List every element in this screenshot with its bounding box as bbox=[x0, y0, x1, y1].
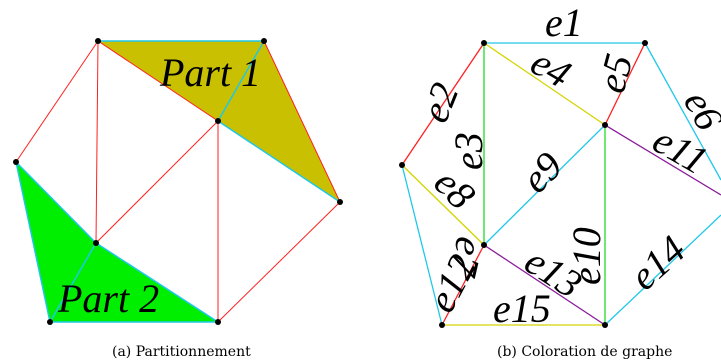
edge-e5 bbox=[604, 42, 646, 126]
edge-cyan bbox=[217, 120, 341, 203]
edge-e4 bbox=[483, 42, 606, 126]
vertex bbox=[642, 40, 648, 46]
label-e14: e14 bbox=[621, 227, 694, 299]
vertex bbox=[481, 40, 487, 46]
label-e10: e10 bbox=[564, 227, 609, 285]
part2-region bbox=[16, 162, 218, 322]
part1-label: Part 1 bbox=[159, 50, 261, 95]
edge-e7 bbox=[401, 164, 443, 326]
left-caption: (a) Partitionnement bbox=[112, 344, 251, 360]
label-e2: e2 bbox=[412, 76, 468, 128]
vertex bbox=[93, 240, 99, 246]
edge-e13 bbox=[483, 244, 606, 326]
edge-e2 bbox=[401, 42, 485, 166]
label-e3: e3 bbox=[446, 132, 491, 170]
edge-e11 bbox=[604, 124, 721, 196]
edge-red bbox=[97, 40, 219, 122]
edge-cyan bbox=[15, 161, 51, 323]
vertex bbox=[337, 199, 343, 205]
edge-e9 bbox=[483, 124, 606, 246]
vertex bbox=[399, 162, 405, 168]
vertex bbox=[215, 118, 221, 124]
vertex bbox=[47, 319, 53, 325]
vertex bbox=[439, 322, 445, 328]
edge-e14 bbox=[604, 214, 721, 326]
vertex bbox=[95, 38, 101, 44]
edge-red bbox=[263, 40, 341, 203]
vertex bbox=[602, 122, 608, 128]
vertex bbox=[261, 38, 267, 44]
edge-cyan bbox=[15, 161, 97, 244]
vertex bbox=[215, 319, 221, 325]
edge-cyan bbox=[217, 40, 265, 122]
edge-red bbox=[95, 40, 99, 244]
label-e1: e1 bbox=[545, 0, 583, 45]
vertex bbox=[13, 159, 19, 165]
part2-label: Part 2 bbox=[57, 276, 159, 321]
coloring-diagram: e1 e2 e3 e4 e5 e6 e7 e8 e9 e10 e11 e12 e… bbox=[399, 0, 721, 360]
edge-cyan bbox=[95, 242, 219, 323]
label-e9: e9 bbox=[513, 143, 572, 202]
right-caption: (b) Coloration de graphe bbox=[497, 344, 672, 360]
edge-e6 bbox=[644, 42, 721, 181]
edge-cyan bbox=[49, 242, 97, 323]
edge-red bbox=[95, 120, 219, 244]
vertex bbox=[602, 322, 608, 328]
partition-diagram: Part 1 Part 2 (a) Partitionnement bbox=[13, 38, 343, 360]
edge-e12 bbox=[441, 244, 485, 326]
edge-red bbox=[15, 40, 99, 163]
edge-red bbox=[217, 201, 341, 323]
vertex bbox=[481, 242, 487, 248]
label-e5: e5 bbox=[588, 49, 641, 97]
label-e4: e4 bbox=[524, 39, 579, 97]
label-e15: e15 bbox=[493, 286, 551, 331]
edge-e8 bbox=[401, 164, 485, 246]
